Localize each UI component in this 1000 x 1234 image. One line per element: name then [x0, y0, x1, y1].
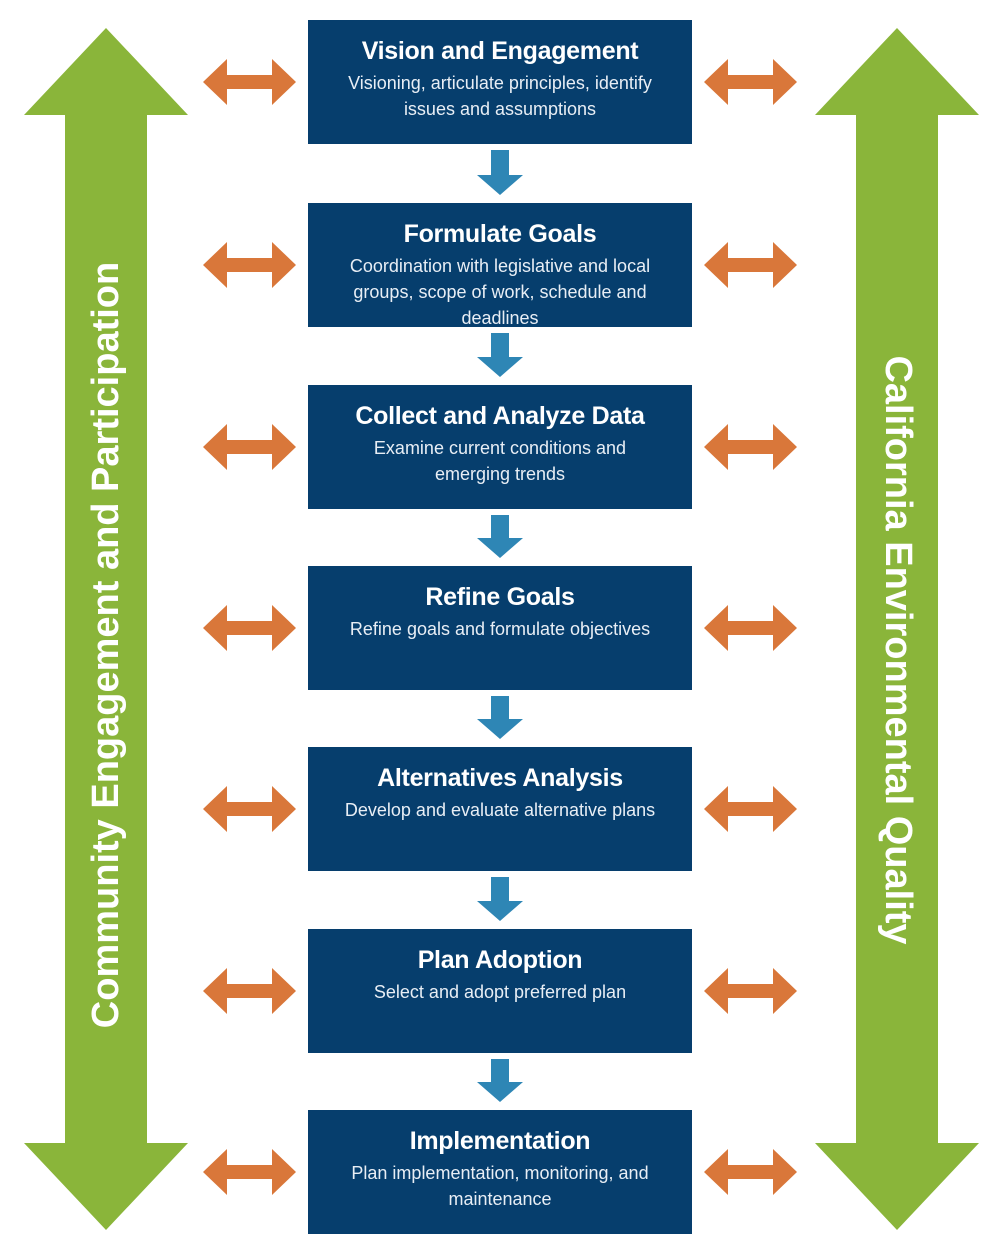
- step-title: Formulate Goals: [403, 220, 597, 248]
- step-title: Plan Adoption: [417, 946, 583, 974]
- step-description: Refine goals and formulate objectives: [349, 619, 651, 639]
- step-description: Visioning, articulate principles, identi…: [348, 73, 652, 119]
- right-connector-arrow: [704, 1149, 797, 1195]
- step-description: Select and adopt preferred plan: [373, 982, 627, 1002]
- right-connector-arrow: [704, 786, 797, 832]
- left-connector-arrow: [203, 605, 296, 651]
- step-description: Examine current conditions and emerging …: [373, 438, 627, 484]
- step-title: Refine Goals: [425, 583, 575, 611]
- flow-down-arrow: [477, 877, 523, 921]
- right-connector-arrow: [704, 242, 797, 288]
- left-connector-arrow: [203, 786, 296, 832]
- right-connector-arrow: [704, 59, 797, 105]
- step-title: Vision and Engagement: [361, 37, 639, 65]
- left-connector-arrow: [203, 242, 296, 288]
- left-connector-arrow: [203, 424, 296, 470]
- flow-down-arrow: [477, 150, 523, 195]
- step-description: Develop and evaluate alternative plans: [344, 800, 656, 820]
- left-connector-arrow: [203, 59, 296, 105]
- flow-down-arrow: [477, 696, 523, 739]
- step-description: Coordination with legislative and local …: [349, 256, 651, 328]
- right-connector-arrow: [704, 424, 797, 470]
- left-side-double-arrow: [24, 28, 188, 1230]
- flow-down-arrow: [477, 1059, 523, 1102]
- left-connector-arrow: [203, 968, 296, 1014]
- right-connector-arrow: [704, 605, 797, 651]
- left-connector-arrow: [203, 1149, 296, 1195]
- step-description: Plan implementation, monitoring, and mai…: [351, 1163, 649, 1209]
- right-side-double-arrow: [815, 28, 979, 1230]
- right-connector-arrow: [704, 968, 797, 1014]
- flow-down-arrow: [477, 515, 523, 558]
- community-engagement-label: Community Engagement and Participation: [85, 261, 127, 1029]
- flow-down-arrow: [477, 333, 523, 377]
- environmental-quality-label: California Environmental Quality: [877, 355, 919, 945]
- step-title: Collect and Analyze Data: [355, 402, 645, 430]
- step-title: Alternatives Analysis: [377, 764, 623, 792]
- step-title: Implementation: [409, 1127, 591, 1155]
